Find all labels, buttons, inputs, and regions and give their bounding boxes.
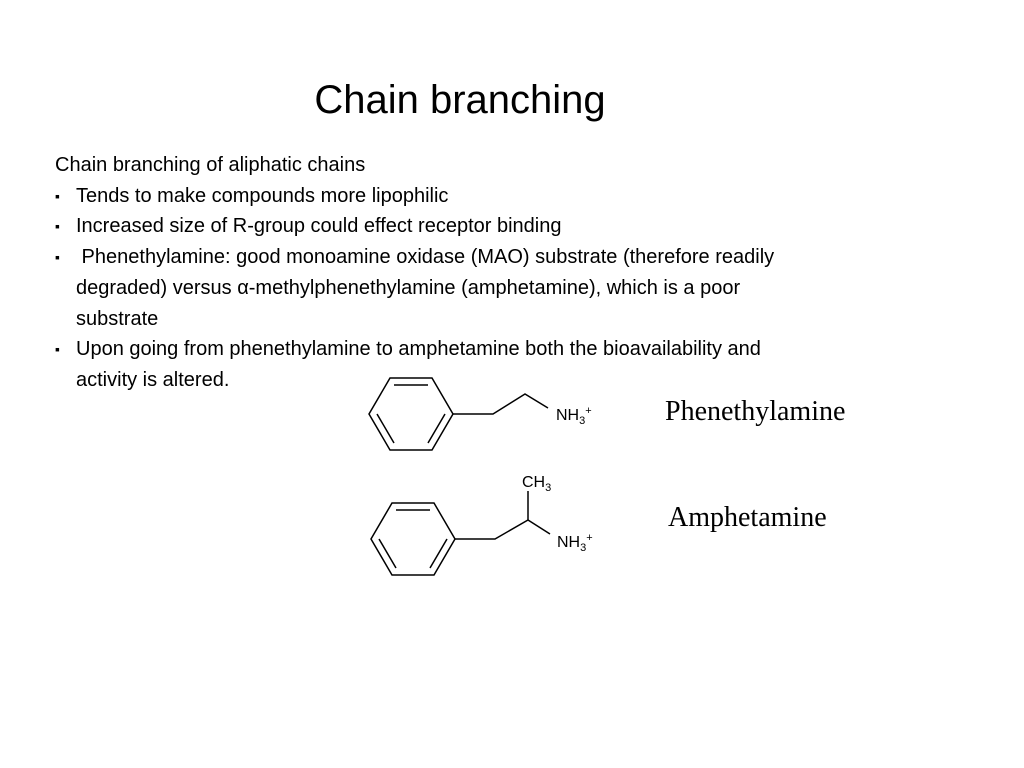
- amine-group: NH3+: [556, 405, 592, 427]
- bullet-line: Upon going from phenethylamine to amphet…: [76, 338, 761, 361]
- bullet-icon: ▪: [55, 249, 60, 266]
- slide-body: Chain branching of aliphatic chains ▪ Te…: [55, 150, 985, 396]
- bullet-icon: ▪: [55, 341, 60, 358]
- bullet-line: Increased size of R-group could effect r…: [76, 215, 562, 238]
- bullet-item-4: ▪ Upon going from phenethylamine to amph…: [55, 334, 985, 395]
- bullet-line: activity is altered.: [76, 368, 230, 391]
- amine-group: NH3+: [557, 532, 593, 554]
- benzene-ring: [370, 502, 456, 576]
- bullet-line: degraded) versus α-methylphenethylamine …: [76, 276, 741, 299]
- phenethylamine-label: Phenethylamine: [665, 396, 846, 427]
- bullet-line: Tends to make compounds more lipophilic: [76, 184, 449, 207]
- bullet-icon: ▪: [55, 218, 60, 235]
- intro-text: Chain branching of aliphatic chains: [55, 154, 366, 176]
- propyl-chain: [455, 491, 551, 540]
- bullet-line: substrate: [76, 307, 159, 330]
- amphetamine-label: Amphetamine: [668, 502, 827, 533]
- bullet-icon: ▪: [55, 187, 60, 204]
- bullet-item-2: ▪ Increased size of R-group could effect…: [55, 211, 985, 242]
- phenethylamine-structure: NH3+: [368, 377, 592, 451]
- benzene-ring: [368, 377, 454, 451]
- bullet-line: Phenethylamine: good monoamine oxidase (…: [76, 246, 775, 269]
- ethyl-chain: [453, 393, 549, 415]
- slide-title: Chain branching: [314, 78, 606, 122]
- bullet-item-3: ▪ Phenethylamine: good monoamine oxidase…: [55, 242, 985, 334]
- bullet-item-1: ▪ Tends to make compounds more lipophili…: [55, 181, 985, 212]
- amphetamine-structure: CH3 NH3+: [370, 474, 593, 576]
- methyl-group: CH3: [522, 474, 551, 494]
